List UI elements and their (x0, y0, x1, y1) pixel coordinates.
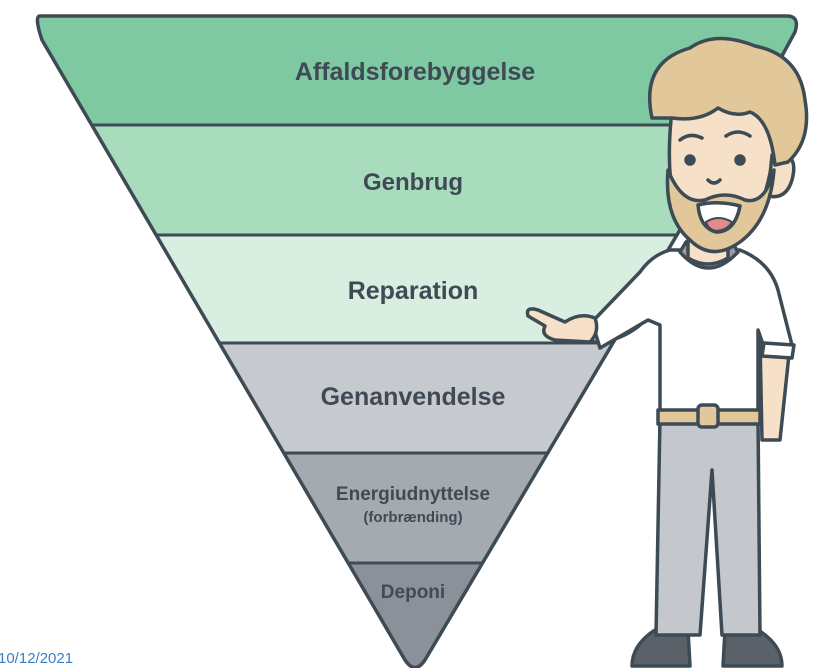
right-eye (734, 154, 746, 166)
nose (706, 178, 722, 185)
pyramid-outline (35, 14, 799, 668)
pants (654, 416, 762, 637)
hair (647, 36, 809, 167)
level-label-genanvendelse: Genanvendelse (321, 383, 506, 411)
level-label-energiudnyttelse: Energiudnyttelse (336, 484, 490, 505)
right-eyebrow (724, 130, 752, 138)
left-shoe (630, 628, 692, 668)
presenter-character-illustration (525, 36, 809, 668)
level-label-affaldsforebyggelse: Affaldsforebyggelse (295, 58, 535, 86)
level-labels: Affaldsforebyggelse Genbrug Reparation G… (295, 58, 535, 603)
right-sleeve-cuff (760, 341, 796, 360)
level-label-reparation: Reparation (348, 277, 479, 305)
left-eye (684, 154, 696, 166)
belt-buckle (696, 403, 720, 429)
footer-date: 10/12/2021 (0, 650, 74, 667)
tongue (705, 217, 733, 232)
level-label-deponi: Deponi (381, 582, 445, 603)
level-label-genbrug: Genbrug (363, 169, 463, 196)
left-eyebrow (678, 133, 704, 142)
level-sublabel-forbraending: (forbrænding) (363, 509, 462, 526)
pointing-hand (525, 307, 599, 344)
